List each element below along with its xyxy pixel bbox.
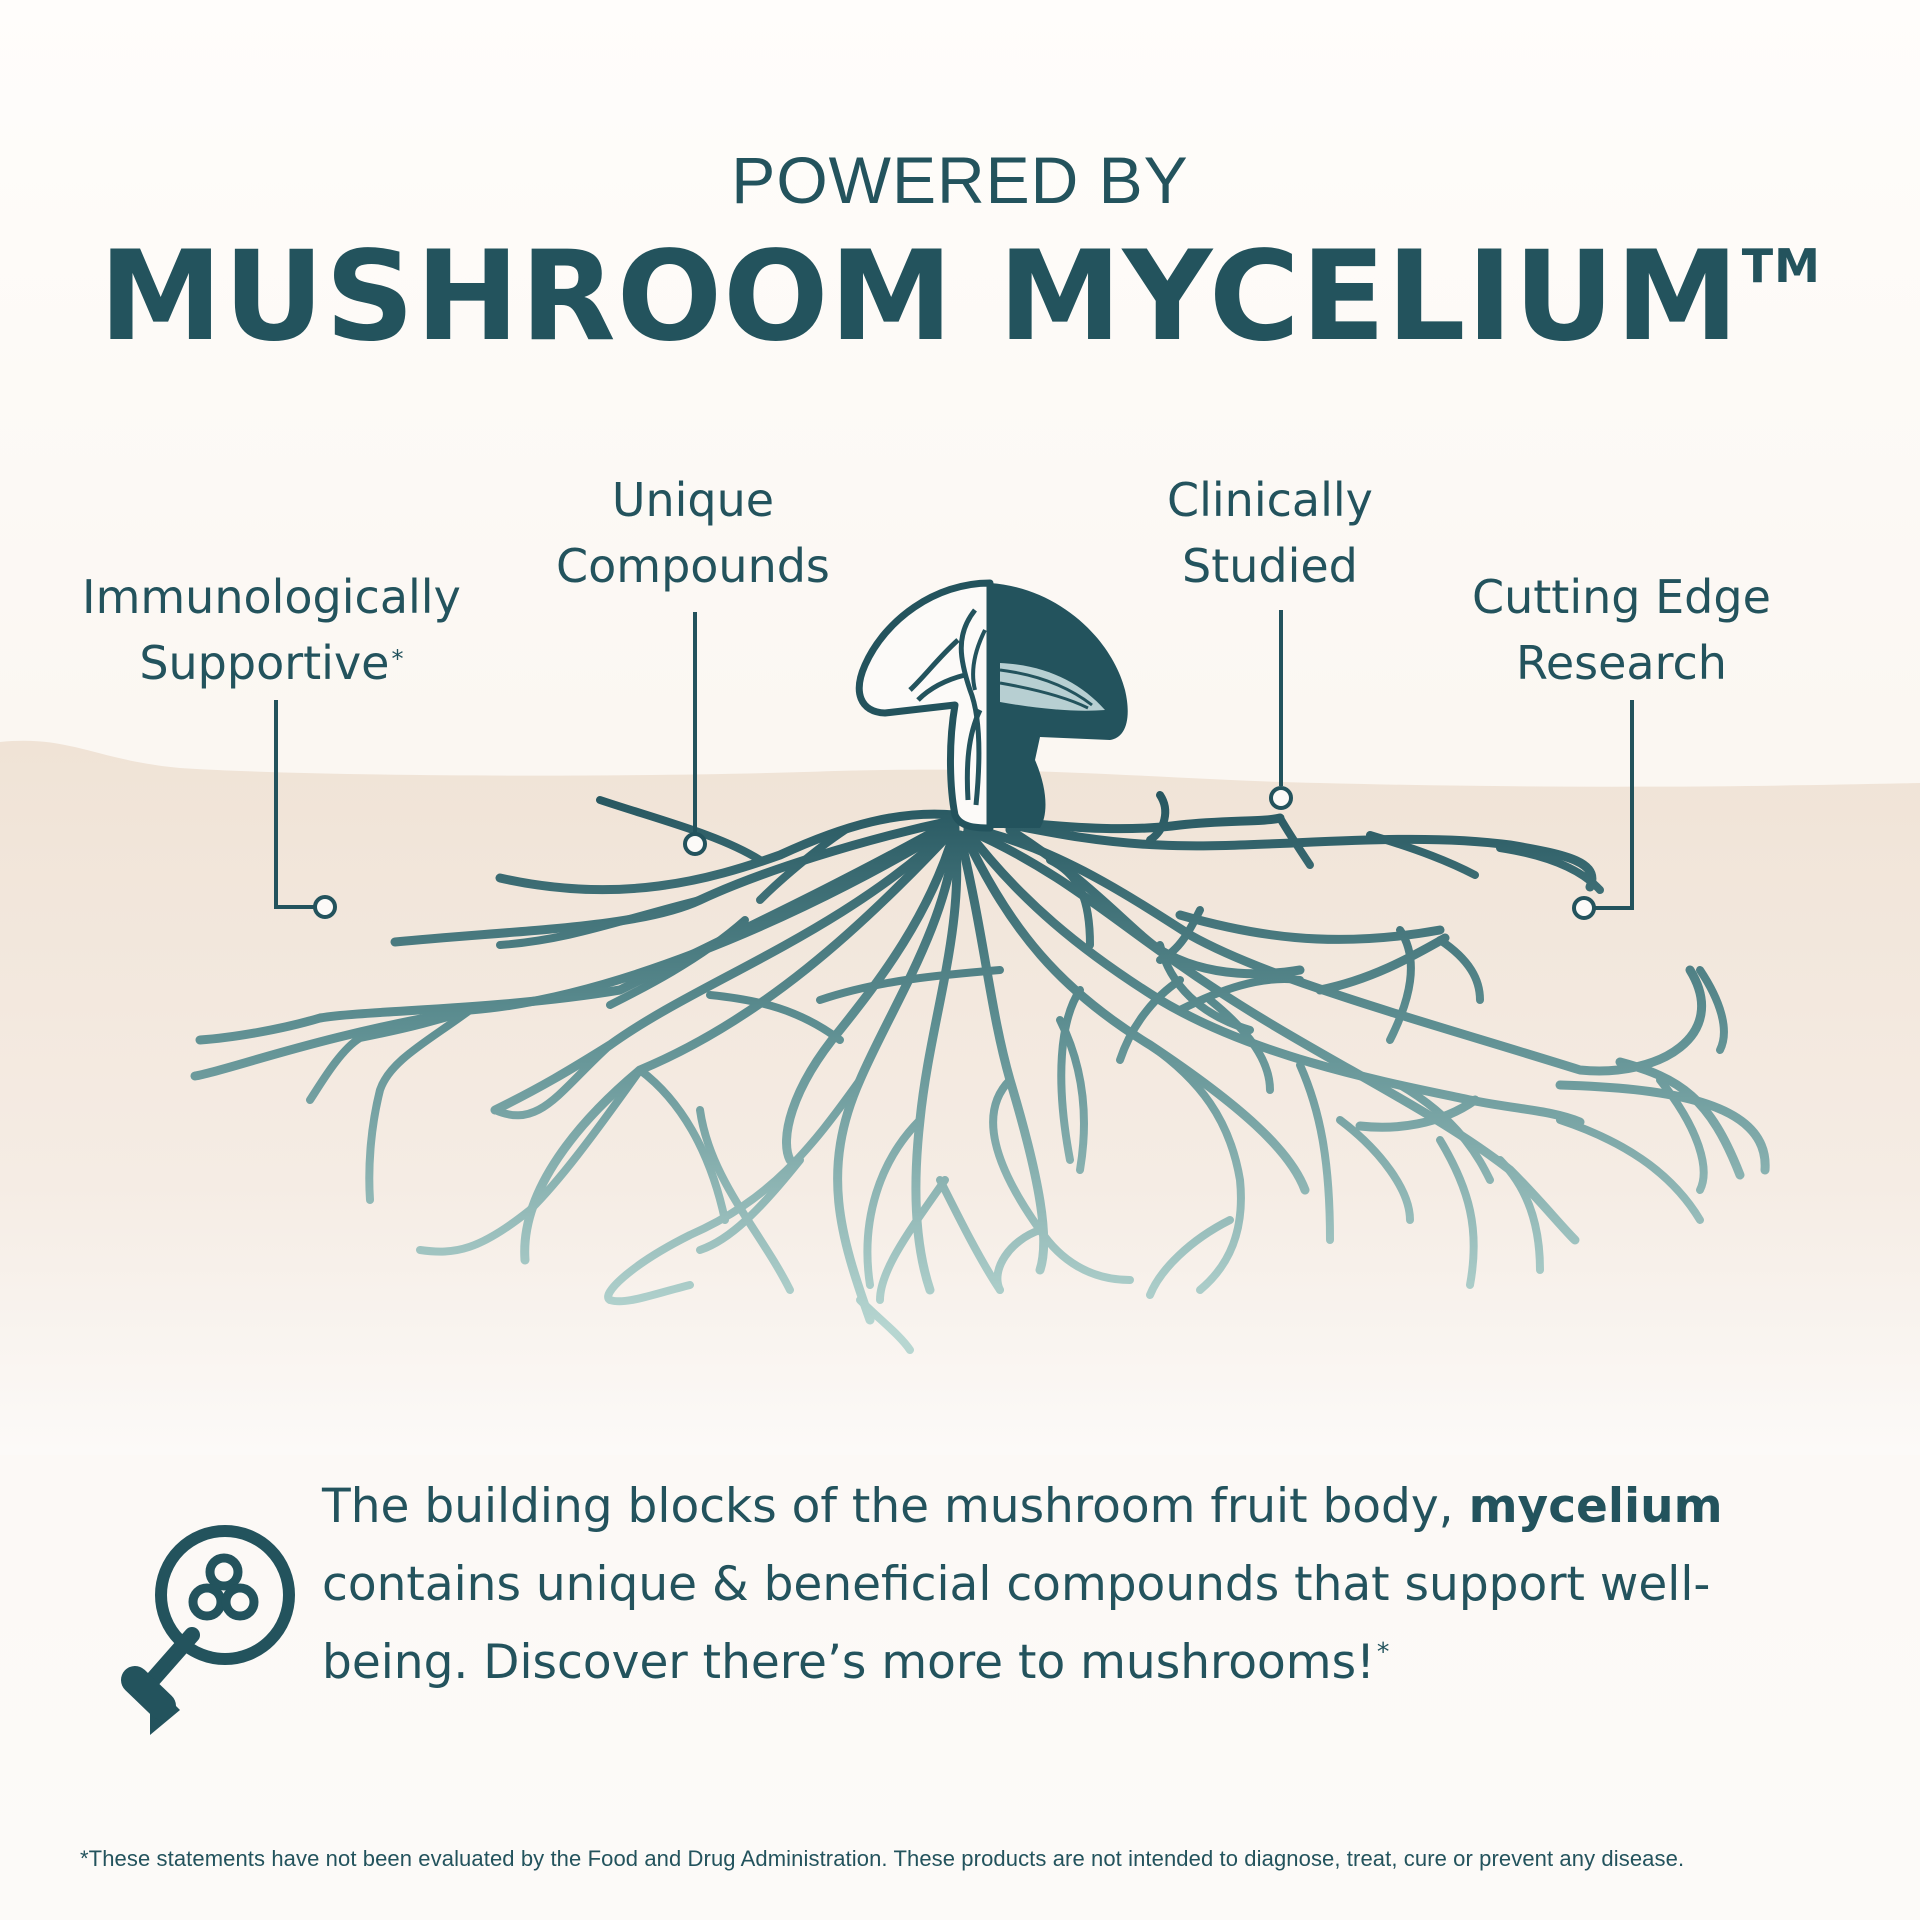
callout-unique-compounds: Unique Compounds [556,467,830,599]
callout-connector-immunologically-supportive [274,700,315,909]
callout-line-1: Immunologically [82,570,461,624]
callout-line-2: Studied [1182,539,1358,593]
callout-immunologically-supportive: Immunologically Supportive* [82,564,461,704]
trademark-mark: TM [1741,239,1821,293]
mycelium-network [190,791,1770,1354]
body-emphasis: mycelium [1468,1479,1723,1534]
callout-line-1: Cutting Edge [1472,570,1771,624]
callout-node-immunologically-supportive [313,895,337,919]
callout-line-2-text: Supportive [139,636,390,690]
body-text-after: contains unique & beneficial compounds t… [322,1557,1711,1690]
disclaimer: *These statements have not been evaluate… [80,1846,1685,1871]
mushroom-icon [855,579,1128,832]
callout-cutting-edge-research: Cutting Edge Research [1472,564,1771,696]
callout-line-1: Unique [611,473,775,527]
callout-line-2: Supportive* [82,630,461,704]
magnifying-glass-molecule-icon [121,1525,295,1735]
callout-node-cutting-edge-research [1572,896,1596,920]
callout-line-2: Research [1515,636,1727,690]
footnote-marker: * [391,645,404,673]
callout-line-2: Compounds [556,539,830,593]
callout-node-unique-compounds [683,832,707,856]
body-footnote-marker: * [1376,1637,1390,1666]
callout-clinically-studied: Clinically Studied [1167,467,1373,599]
body-copy: The building blocks of the mushroom frui… [322,1468,1822,1709]
title-text: MUSHROOM MYCELIUM [99,225,1740,369]
callout-connector-cutting-edge-research [1594,700,1634,910]
header-eyebrow: POWERED BY [731,143,1189,217]
callout-line-1: Clinically [1167,473,1373,527]
page-title: MUSHROOM MYCELIUMTM [0,235,1920,359]
callout-node-clinically-studied [1269,786,1293,810]
soil-layer [0,740,1920,1455]
body-text-before: The building blocks of the mushroom frui… [322,1479,1469,1534]
callout-connectors [274,610,1634,920]
